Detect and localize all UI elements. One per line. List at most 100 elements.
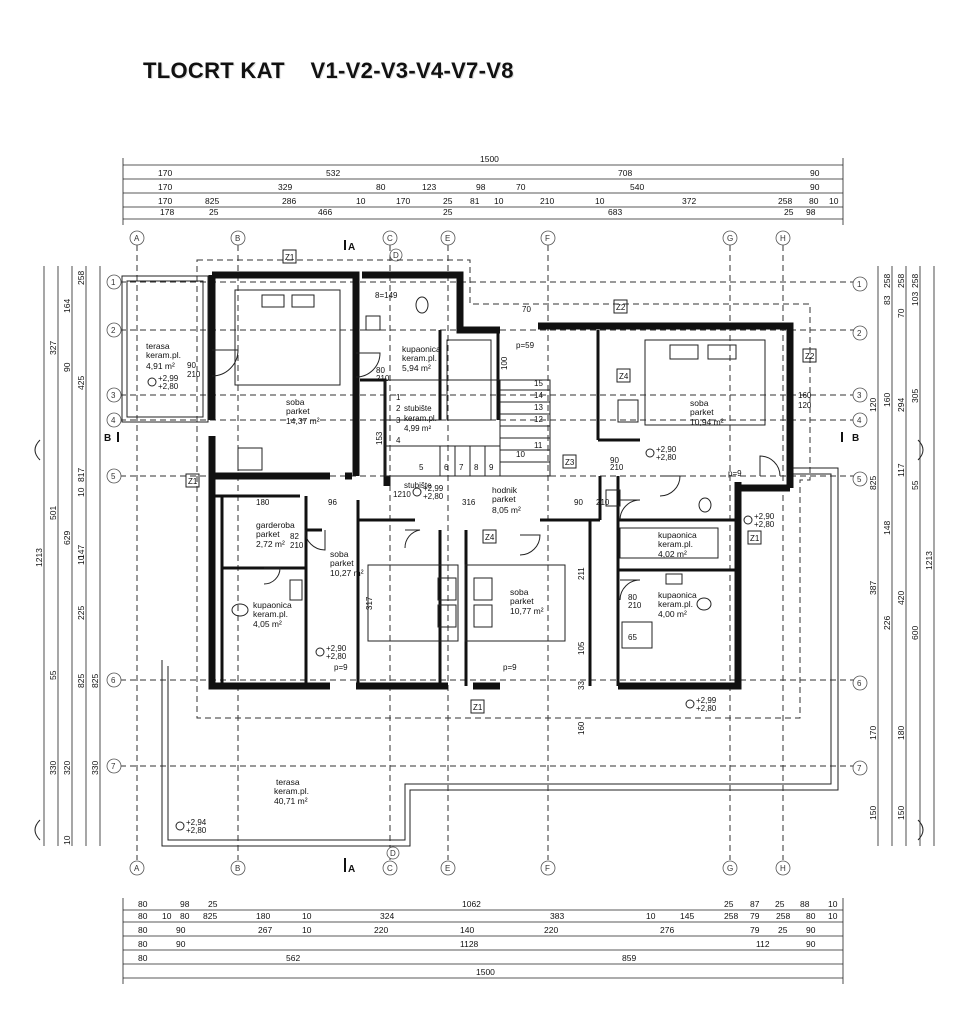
room-area: 2,72 m² [256,539,285,549]
tag-text: Z1 [750,534,760,543]
level-value: +2,80 [186,826,207,835]
dim: 123 [422,182,436,192]
level-value: +2,90 [656,445,677,454]
stair-step-number: 11 [534,441,543,450]
room-name: kupaonica [253,600,292,610]
tag-text: Z3 [565,458,575,467]
dim: p=9 [334,663,348,672]
room-labels: terasa keram.pl. 4,91 m² soba parket 14,… [146,341,724,806]
dim: 825 [90,674,100,688]
dim: 10 [595,196,605,206]
stair-label-small: stubište [404,481,432,490]
room-kupaonica-3: kupaonica keram.pl. 4,05 m² [253,600,292,629]
dim: 210 [628,601,642,610]
dim: 425 [76,376,86,390]
dim: 210 [610,463,624,472]
room-floor: parket [256,529,280,539]
dim: 383 [550,911,564,921]
dim: 317 [365,596,374,610]
room-floor: parket [492,494,516,504]
room-name: stubište [404,404,432,413]
room-soba-3: soba parket 10,27 m² [330,549,364,578]
furniture [231,289,766,649]
dim: 120 [798,401,812,410]
room-kupaonica-4: kupaonica keram.pl. 4,00 m² [658,590,697,619]
dim: 532 [326,168,340,178]
room-area: 4,02 m² [658,549,687,559]
axis-label: H [780,234,786,243]
dim: 160 [798,391,812,400]
room-area: 4,91 m² [146,361,175,371]
dim: 324 [380,911,394,921]
level-marker: +2,94+2,80 [175,818,207,835]
dim: 153 [375,431,384,445]
dim: 25 [724,899,734,909]
window-tags: Z1 Z2 Z2 Z4 Z1 Z3 Z4 Z1 Z1 [185,249,817,714]
dim: 80 [806,911,816,921]
dim: 150 [868,806,878,820]
dim: 82 [290,532,299,541]
room-name: soba [330,549,349,559]
dim: 70 [516,182,526,192]
dim: 90 [176,939,186,949]
dim: 210 [596,498,610,507]
axis-label: 2 [857,329,862,338]
axis-label: A [134,234,140,243]
room-stubiste: stubište keram.pl. 4,99 m² [404,404,437,433]
axis-labels-left: 1 2 3 4 5 6 7 [106,274,122,774]
dim: 117 [896,463,906,477]
room-area: 4,05 m² [253,619,282,629]
axis-label: 4 [857,416,862,425]
room-area: 14,37 m² [286,416,320,426]
stair: 15 14 13 12 11 10 9 8 7 6 5 4 3 2 1 [384,339,551,477]
window-tag: Z3 [562,454,577,469]
axis-label: E [445,234,450,243]
axis-label: F [545,234,550,243]
dim: 258 [882,274,892,288]
dim: 258 [724,911,738,921]
dim: 25 [778,925,788,935]
dim: 267 [258,925,272,935]
tag-text: Z1 [473,703,483,712]
window-tag: Z1 [282,249,297,264]
room-floor: keram.pl. [658,599,693,609]
level-value: +2,80 [754,520,775,529]
stair-step-number: 13 [534,403,543,412]
room-name: terasa [276,777,300,787]
roof-outline [196,259,811,719]
dim: 629 [62,531,72,545]
dim: 80 [138,899,148,909]
plan-title: TLOCRT KAT V1-V2-V3-V4-V7-V8 [143,58,514,83]
window-tag: Z2 [613,299,628,314]
dim: 210 [376,374,390,383]
dim: 859 [622,953,636,963]
room-hodnik: hodnik parket 8,05 m² [492,485,521,515]
room-name: soba [510,587,529,597]
dim: 220 [374,925,388,935]
dim: 90 [810,168,820,178]
stair-step-number: 9 [489,463,494,472]
bottom-dimension-chains: 80 98 25 1062 25 87 25 88 10 80 10 80 82… [122,898,844,984]
dim: 825 [868,476,878,490]
dim: 294 [896,398,906,412]
dim: 683 [608,207,622,217]
dim: 211 [577,567,586,580]
dim: 180 [256,498,270,507]
stair-step-number: 15 [534,379,543,388]
stair-step-number: 8 [474,463,479,472]
dim: 80 [138,953,148,963]
dim: 10 [828,911,838,921]
axis-label: B [235,864,240,873]
section-markers: A A B B [34,240,924,875]
top-dimension-chains: 1500 170 532 708 90 170 329 80 123 98 70… [122,154,844,225]
top-dim-total: 1500 [480,154,499,164]
dim: 90 [187,361,196,370]
dim: 25 [443,207,453,217]
room-soba-1: soba parket 14,37 m² [286,397,320,426]
section-b-left: B [104,433,111,444]
room-name: kupaonica [658,530,697,540]
room-floor: parket [286,406,310,416]
axis-label: G [727,864,733,873]
stair-step-number: 5 [419,463,424,472]
dim: 330 [90,761,100,775]
